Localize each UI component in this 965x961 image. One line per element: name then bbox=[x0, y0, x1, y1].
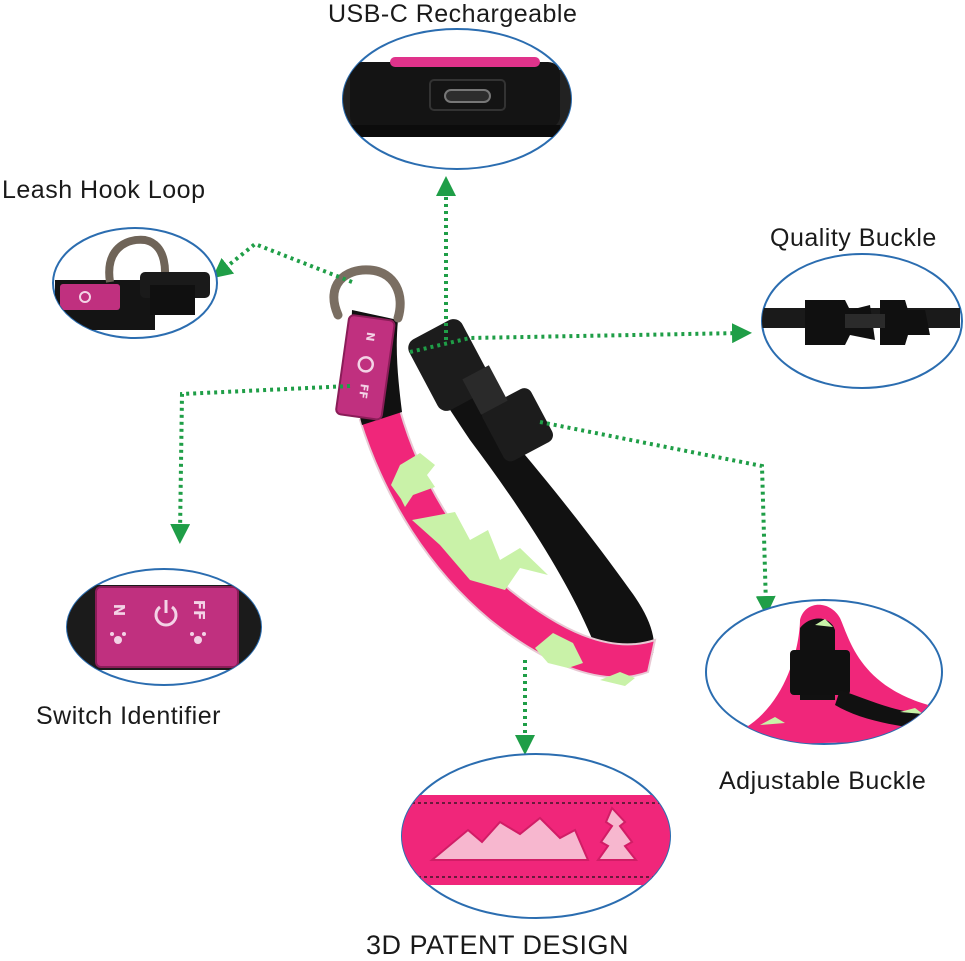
label-leash-hook-loop: Leash Hook Loop bbox=[2, 176, 206, 204]
usb-c-port-icon bbox=[444, 89, 491, 103]
callout-switch-identifier: N FF bbox=[66, 568, 262, 686]
label-3d-patent-design: 3D PATENT DESIGN bbox=[366, 930, 630, 960]
power-icon bbox=[154, 600, 178, 627]
paw-icon bbox=[110, 632, 206, 644]
svg-text:FF: FF bbox=[356, 383, 371, 400]
label-adjustable-buckle: Adjustable Buckle bbox=[719, 767, 927, 795]
tree-icon bbox=[535, 633, 583, 668]
connector-switch bbox=[170, 384, 351, 544]
label-switch-identifier: Switch Identifier bbox=[36, 702, 221, 730]
d-ring-icon bbox=[329, 265, 405, 323]
callout-3d-patent-design bbox=[401, 753, 671, 919]
callout-usb-c bbox=[342, 28, 572, 170]
collar-glow-pattern bbox=[391, 453, 635, 686]
tree-icon bbox=[391, 453, 435, 507]
power-icon bbox=[357, 356, 374, 373]
main-collar: N FF bbox=[329, 265, 657, 686]
callout-adjustable-buckle bbox=[705, 599, 943, 745]
mountain-icon bbox=[412, 512, 548, 590]
connector-adjust bbox=[539, 420, 776, 616]
collar-inner-strap bbox=[420, 350, 654, 670]
label-usb-c-rechargeable: USB-C Rechargeable bbox=[328, 0, 578, 28]
switch-off-text: FF bbox=[190, 600, 208, 621]
callout-connectors bbox=[170, 176, 776, 755]
label-quality-buckle: Quality Buckle bbox=[770, 224, 937, 252]
callout-leash-hook bbox=[52, 227, 218, 339]
badge-on-text: N bbox=[363, 331, 377, 342]
tree-icon bbox=[596, 806, 639, 861]
mountain-icon bbox=[429, 816, 590, 861]
buckle-icon bbox=[408, 319, 553, 462]
callout-quality-buckle bbox=[761, 253, 963, 389]
switch-on-text: N bbox=[110, 604, 128, 617]
connector-leash bbox=[212, 241, 353, 284]
switch-badge: N FF bbox=[335, 314, 396, 421]
